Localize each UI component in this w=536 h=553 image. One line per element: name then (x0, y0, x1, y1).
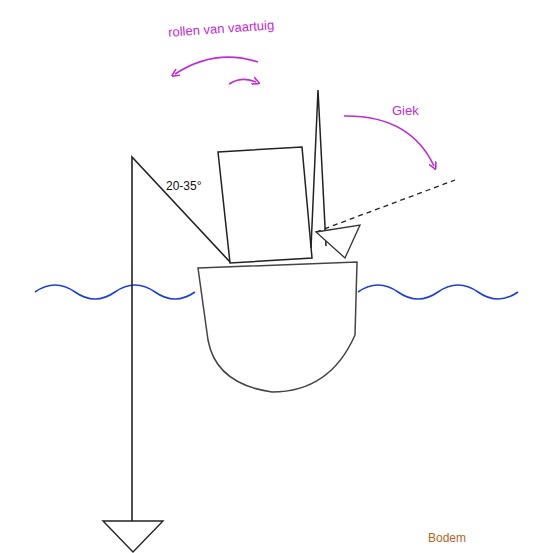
boom-arrow (344, 116, 434, 166)
water-wave (358, 285, 518, 299)
boom-block (316, 225, 360, 258)
roll-label: rollen van vaartuig (168, 18, 275, 40)
roll-arrow (175, 57, 258, 74)
side-boom (132, 157, 230, 521)
mast (311, 90, 326, 248)
water-wave (35, 285, 195, 299)
weight (103, 521, 163, 552)
seabed-label: Bodem (428, 532, 466, 545)
boom-line (316, 180, 455, 232)
boom-label: Giek (392, 104, 419, 118)
angle-label: 20-35° (166, 180, 202, 193)
wheelhouse (218, 147, 312, 263)
hull (198, 262, 357, 392)
roll-arrow (229, 79, 256, 84)
